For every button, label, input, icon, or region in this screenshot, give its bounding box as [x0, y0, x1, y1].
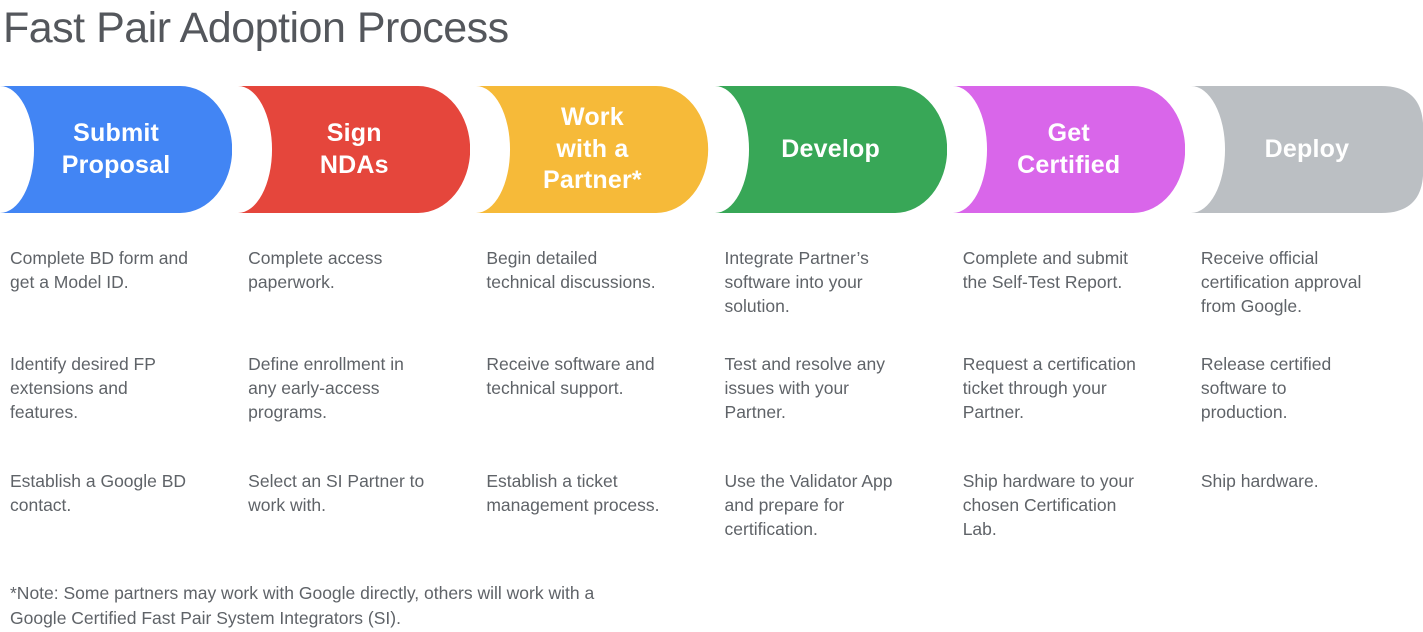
stage-descriptions-grid: Complete BD form and get a Model ID. Ide… — [0, 246, 1423, 541]
step-description: Receive software and technical support. — [486, 354, 655, 398]
stage-arrow-shape — [476, 86, 709, 213]
stage-submit-proposal: Submit Proposal — [0, 86, 233, 213]
step-description: Release certified software to production… — [1200, 354, 1332, 422]
stage-arrow-shape — [952, 86, 1185, 213]
step-description: Use the Validator App and prepare for ce… — [724, 471, 893, 539]
step-description: Receive official certification approval … — [1200, 248, 1362, 316]
step-description: Identify desired FP extensions and featu… — [10, 354, 156, 422]
stage-work-with-partner: Work with a Partner* — [476, 86, 709, 213]
stage-arrow-shape — [0, 86, 233, 213]
stage-get-certified: Get Certified — [952, 86, 1185, 213]
column-deploy: Receive official certification approval … — [1191, 246, 1423, 541]
stage-label: Get Certified — [1017, 118, 1121, 179]
step-description: Establish a ticket management process. — [486, 471, 660, 515]
stage-arrow-shape — [238, 86, 471, 213]
column-sign-ndas: Complete access paperwork. Define enroll… — [238, 246, 470, 541]
step-description: Request a certification ticket through y… — [962, 354, 1136, 422]
footnote: *Note: Some partners may work with Googl… — [10, 583, 595, 628]
column-submit-proposal: Complete BD form and get a Model ID. Ide… — [0, 246, 232, 541]
step-description: Ship hardware. — [1200, 471, 1319, 491]
stage-arrow-shape — [714, 86, 947, 213]
step-description: Test and resolve any issues with your Pa… — [724, 354, 886, 422]
step-description: Establish a Google BD contact. — [10, 471, 187, 515]
column-get-certified: Complete and submit the Self-Test Report… — [953, 246, 1185, 541]
step-description: Complete BD form and get a Model ID. — [10, 248, 188, 292]
stage-develop: Develop — [714, 86, 947, 213]
step-description: Complete and submit the Self-Test Report… — [962, 248, 1129, 292]
stage-sign-ndas: Sign NDAs — [238, 86, 471, 213]
stage-label: Submit Proposal — [61, 118, 171, 179]
stage-label: Work with a Partner* — [542, 102, 642, 195]
stage-label: Deploy — [1264, 134, 1350, 163]
page-title: Fast Pair Adoption Process — [3, 4, 509, 52]
step-description: Select an SI Partner to work with. — [248, 471, 425, 515]
column-work-with-partner: Begin detailed technical discussions. Re… — [476, 246, 708, 541]
column-develop: Integrate Partner’s software into your s… — [715, 246, 947, 541]
step-description: Ship hardware to your chosen Certificati… — [962, 471, 1134, 539]
step-description: Complete access paperwork. — [248, 248, 383, 292]
stage-label: Develop — [781, 134, 880, 163]
step-description: Begin detailed technical discussions. — [486, 248, 656, 292]
stage-terminal-shape — [1190, 86, 1423, 213]
step-description: Define enrollment in any early-access pr… — [248, 354, 404, 422]
stage-deploy: Deploy — [1190, 86, 1423, 213]
step-description: Integrate Partner’s software into your s… — [724, 248, 869, 316]
stage-label: Sign NDAs — [319, 118, 389, 179]
process-stages-row: Submit Proposal Sign NDAs Work with a Pa… — [0, 86, 1423, 213]
